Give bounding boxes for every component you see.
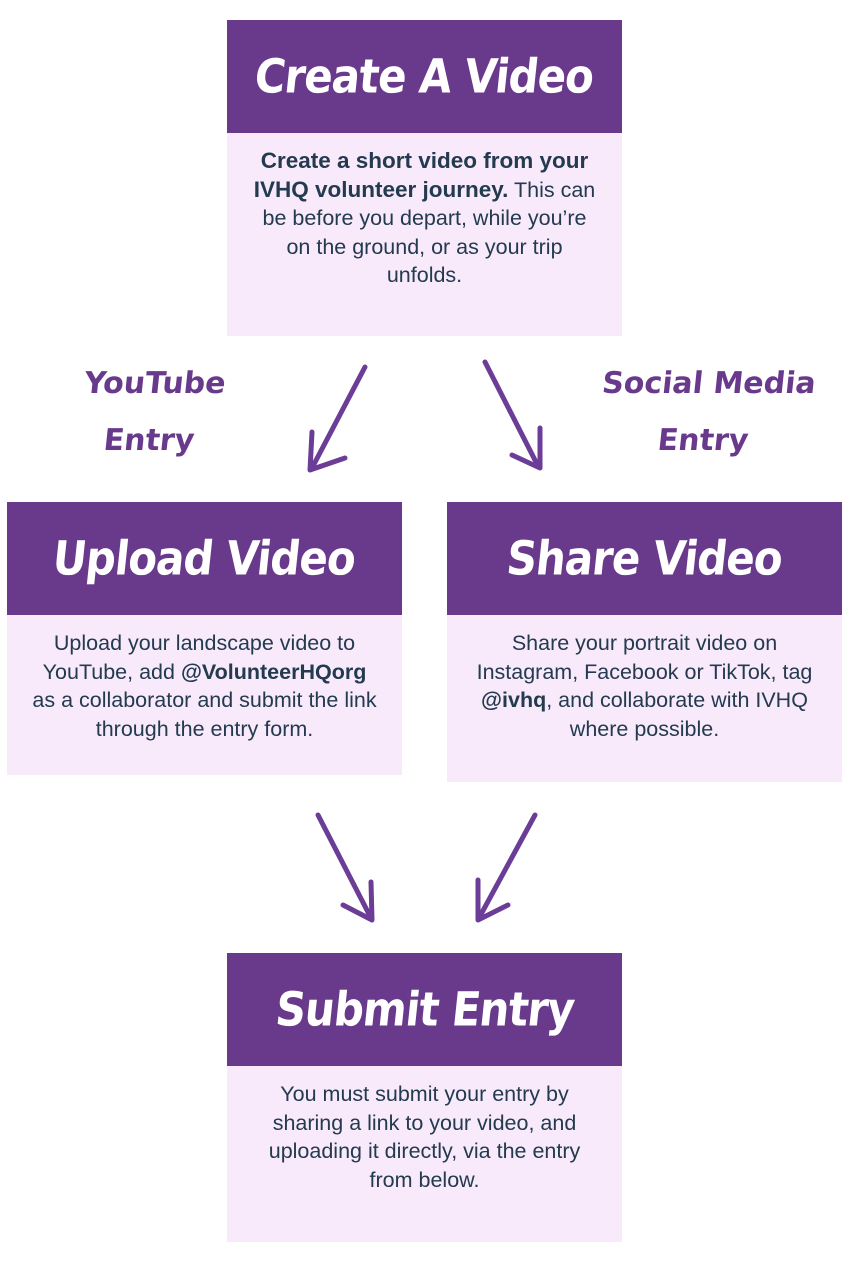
arrow-to-upload-icon (307, 364, 368, 473)
share-video-title: Share Video (504, 531, 785, 586)
share-video-header: Share Video (447, 502, 842, 615)
share-video-description: Share your portrait video on Instagram, … (447, 615, 842, 782)
upload-video-description: Upload your landscape video to YouTube, … (7, 615, 402, 775)
share-text-1: Share your portrait video on Instagram, … (476, 631, 813, 684)
social-handle: @ivhq (481, 688, 547, 712)
submit-text: You must submit your entry by sharing a … (268, 1082, 581, 1192)
create-video-header: Create A Video (227, 20, 622, 133)
create-video-step: Create A Video Create a short video from… (227, 20, 622, 336)
upload-video-step: Upload Video Upload your landscape video… (7, 502, 402, 775)
submit-entry-step: Submit Entry You must submit your entry … (227, 953, 622, 1242)
arrow-share-to-submit-icon (475, 812, 538, 923)
create-video-bold-text: Create a short video from your IVHQ volu… (253, 148, 589, 202)
share-video-step: Share Video Share your portrait video on… (447, 502, 842, 782)
submit-entry-title: Submit Entry (272, 982, 577, 1037)
arrow-upload-to-submit-icon (315, 812, 375, 923)
share-text-2: , and collaborate with IVHQ where possib… (546, 688, 808, 741)
submit-entry-description: You must submit your entry by sharing a … (227, 1066, 622, 1242)
create-video-description: Create a short video from your IVHQ volu… (227, 133, 622, 336)
create-video-text: This can be before you depart, while you… (262, 177, 596, 288)
submit-entry-header: Submit Entry (227, 953, 622, 1066)
upload-text-2: as a collaborator and submit the link th… (32, 688, 377, 741)
upload-video-title: Upload Video (50, 531, 359, 586)
arrow-to-share-icon (482, 359, 543, 471)
youtube-handle: @VolunteerHQorg (180, 659, 367, 684)
upload-text-1: Upload your landscape video to YouTube, … (42, 631, 356, 684)
upload-video-header: Upload Video (7, 502, 402, 615)
